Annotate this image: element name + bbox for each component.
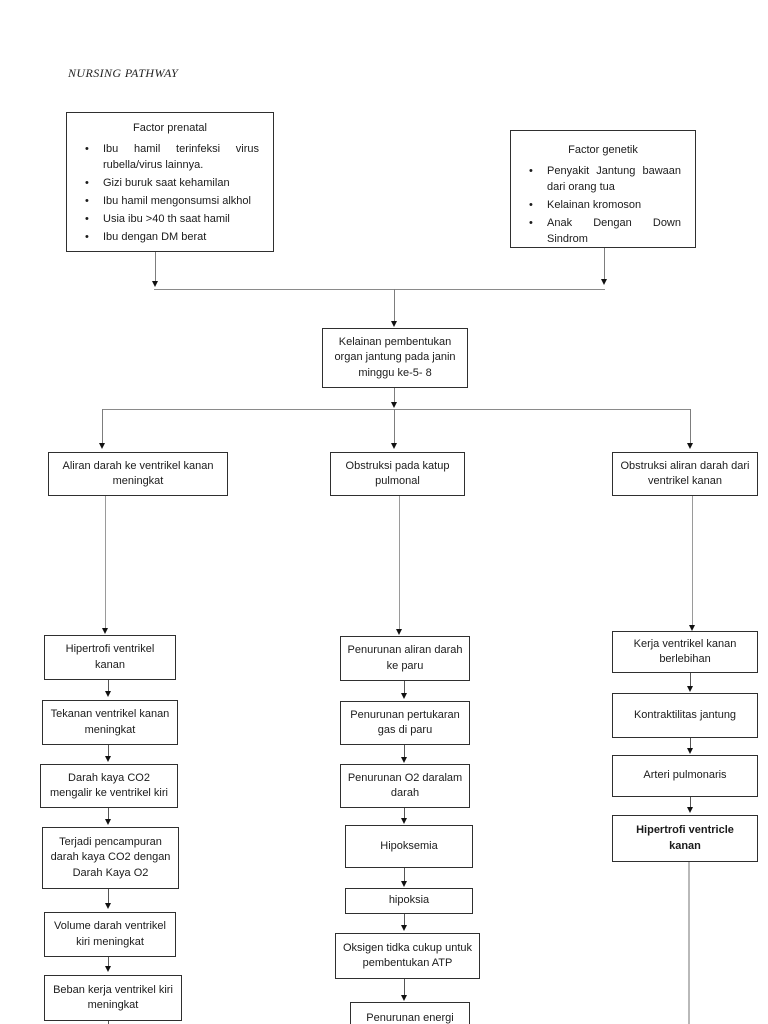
connector (404, 979, 406, 996)
arrowhead-down-icon (400, 818, 407, 824)
arrowhead-down-icon (104, 691, 111, 697)
factor-prenatal-list: •Ibu hamil terinfeksi virus rubella/viru… (77, 142, 263, 246)
factor-prenatal-title: Factor prenatal (133, 122, 207, 134)
list-item: •Penyakit Jantung bawaan dari orang tua (529, 164, 681, 196)
connector-left-long (105, 496, 107, 628)
connector-split-right (690, 409, 692, 444)
node-mid-1: Penurunan aliran darah ke paru (340, 636, 470, 681)
arrowhead-down-icon (104, 903, 111, 909)
arrowhead-down-icon (400, 757, 407, 763)
node-left-2: Tekanan ventrikel kanan meningkat (42, 700, 178, 745)
node-branch-mid: Obstruksi pada katup pulmonal (330, 452, 465, 496)
connector (404, 914, 406, 926)
connector (690, 673, 692, 687)
list-item: •Anak Dengan Down Sindrom (529, 216, 681, 248)
node-left-4: Terjadi pencampuran darah kaya CO2 denga… (42, 827, 179, 889)
node-left-5: Volume darah ventrikel kiri meningkat (44, 912, 176, 957)
node-branch-right: Obstruksi aliran darah dari ventrikel ka… (612, 452, 758, 496)
connector-right-bottom-long (688, 862, 690, 1024)
list-item: •Ibu hamil mengonsumsi alkhol (85, 194, 259, 210)
arrowhead-down-icon (686, 443, 693, 449)
list-item: •Ibu hamil terinfeksi virus rubella/viru… (85, 142, 259, 174)
node-right-1: Kerja ventrikel kanan berlebihan (612, 631, 758, 673)
connector-split-horizontal (102, 409, 690, 411)
bullet-icon: • (529, 164, 533, 177)
bullet-icon: • (85, 194, 89, 207)
node-mid-3: Penurunan O2 daralam darah (340, 764, 470, 808)
node-mid-2: Penurunan pertukaran gas di paru (340, 701, 470, 745)
connector-split-mid (394, 409, 396, 444)
list-item: •Kelainan kromoson (529, 198, 681, 214)
connector (108, 1021, 110, 1024)
arrowhead-down-icon (686, 748, 693, 754)
connector (690, 738, 692, 749)
connector (108, 957, 110, 967)
connector-split-left (102, 409, 104, 444)
bullet-icon: • (529, 216, 533, 229)
factor-genetik-list: •Penyakit Jantung bawaan dari orang tua … (521, 164, 685, 248)
arrowhead-down-icon (686, 686, 693, 692)
list-item: •Gizi buruk saat kehamilan (85, 176, 259, 192)
arrowhead-down-icon (104, 756, 111, 762)
node-branch-left: Aliran darah ke ventrikel kanan meningka… (48, 452, 228, 496)
arrowhead-down-icon (688, 625, 695, 631)
arrowhead-down-icon (400, 693, 407, 699)
connector (108, 808, 110, 820)
connector (404, 808, 406, 819)
arrowhead-down-icon (98, 443, 105, 449)
bullet-icon: • (85, 230, 89, 243)
node-mid-4: Hipoksemia (345, 825, 473, 868)
node-left-6: Beban kerja ventrikel kiri meningkat (44, 975, 182, 1021)
node-left-3: Darah kaya CO2 mengalir ke ventrikel kir… (40, 764, 178, 808)
arrowhead-down-icon (151, 281, 158, 287)
arrowhead-down-icon (395, 629, 402, 635)
factor-genetik-title: Factor genetik (568, 144, 638, 156)
connector-mid-long (399, 496, 401, 630)
bullet-icon: • (529, 198, 533, 211)
bullet-icon: • (85, 142, 89, 155)
node-factor-prenatal: Factor prenatal •Ibu hamil terinfeksi vi… (66, 112, 274, 252)
connector-prenatal-down (155, 252, 157, 282)
connector-central-down (394, 388, 396, 403)
page-title: NURSING PATHWAY (68, 66, 179, 80)
connector-merge-down (394, 289, 396, 321)
connector (108, 745, 110, 757)
arrowhead-down-icon (390, 321, 397, 327)
node-mid-5: hipoksia (345, 888, 473, 914)
connector (404, 868, 406, 882)
list-item: •Usia ibu >40 th saat hamil (85, 212, 259, 228)
arrowhead-down-icon (101, 628, 108, 634)
node-kelainan-pembentukan: Kelainan pembentukan organ jantung pada … (322, 328, 468, 388)
list-item: •Ibu dengan DM berat (85, 230, 259, 246)
arrowhead-down-icon (400, 925, 407, 931)
node-mid-7: Penurunan energi (350, 1002, 470, 1024)
bullet-icon: • (85, 212, 89, 225)
connector (108, 680, 110, 692)
connector-right-long (692, 496, 694, 625)
arrowhead-down-icon (400, 881, 407, 887)
connector-merge-horizontal (154, 289, 605, 291)
connector (404, 745, 406, 758)
arrowhead-down-icon (400, 995, 407, 1001)
arrowhead-down-icon (390, 402, 397, 408)
connector (108, 889, 110, 904)
bullet-icon: • (85, 176, 89, 189)
arrowhead-down-icon (686, 807, 693, 813)
node-right-4: Hipertrofi ventricle kanan (612, 815, 758, 862)
node-right-3: Arteri pulmonaris (612, 755, 758, 797)
connector-genetik-down (604, 248, 606, 280)
node-left-1: Hipertrofi ventrikel kanan (44, 635, 176, 680)
arrowhead-down-icon (390, 443, 397, 449)
arrowhead-down-icon (600, 279, 607, 285)
connector (404, 681, 406, 694)
arrowhead-down-icon (104, 819, 111, 825)
node-mid-6: Oksigen tidka cukup untuk pembentukan AT… (335, 933, 480, 979)
node-factor-genetik: Factor genetik •Penyakit Jantung bawaan … (510, 130, 696, 248)
arrowhead-down-icon (104, 966, 111, 972)
node-right-2: Kontraktilitas jantung (612, 693, 758, 738)
connector (690, 797, 692, 808)
